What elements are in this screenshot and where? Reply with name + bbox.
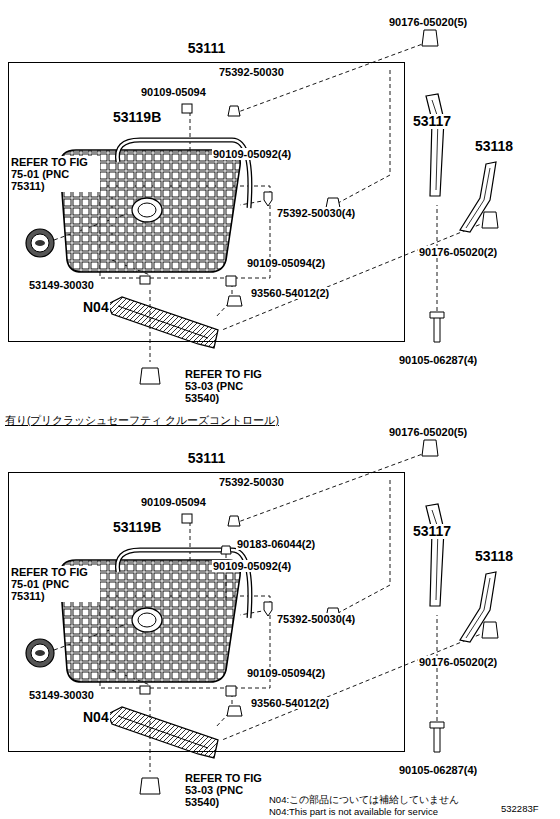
reference-note: REFER TO FIG 53-03 (PNC 53540) — [184, 368, 274, 404]
part-name: 53119B — [112, 110, 162, 125]
reference-note: REFER TO FIG 75-01 (PNC 75311) — [10, 156, 100, 192]
grille-assembly — [26, 30, 498, 384]
footnote: N04:This part is not available for servi… — [268, 806, 439, 817]
grille-assembly — [26, 440, 498, 794]
part-number: 90109-05092(4) — [212, 560, 292, 572]
part-number: 75392-50030(4) — [276, 207, 356, 219]
part-number: 90176-05020(5) — [388, 426, 468, 438]
part-number: 90109-05094 — [140, 496, 207, 508]
part-number: 90109-05092(4) — [212, 148, 292, 160]
part-number: 93560-54012(2) — [250, 287, 330, 299]
part-name: N04 — [82, 710, 110, 725]
part-number: 90109-05094(2) — [246, 257, 326, 269]
part-number: 53149-30030 — [28, 279, 95, 291]
part-name: 53117 — [412, 524, 452, 539]
part-name: 53118 — [474, 139, 514, 154]
part-number: 90183-06044(2) — [236, 538, 316, 550]
part-number: 90109-05094 — [140, 86, 207, 98]
part-number: 75392-50030 — [218, 66, 285, 78]
footnote: 532283F — [500, 803, 540, 814]
part-number: 90105-06287(4) — [398, 354, 478, 366]
part-number: 75392-50030(4) — [276, 613, 356, 625]
footnote: N04:この部品については補給していません — [268, 794, 460, 805]
condition-heading: 有り(プリクラッシュセーフティ クルーズコントロール) — [4, 414, 280, 426]
part-name: 53117 — [412, 114, 452, 129]
part-number: 75392-50030 — [218, 476, 285, 488]
part-number: 90176-05020(2) — [418, 246, 498, 258]
part-name: N04 — [82, 300, 110, 315]
group-frame: 53111 — [8, 472, 405, 752]
assembly-number: 53111 — [9, 450, 404, 466]
reference-note: REFER TO FIG 53-03 (PNC 53540) — [184, 772, 274, 808]
part-number: 90105-06287(4) — [398, 764, 478, 776]
reference-note: REFER TO FIG 75-01 (PNC 75311) — [10, 566, 100, 602]
part-name: 53118 — [474, 549, 514, 564]
part-number: 90109-05094(2) — [246, 667, 326, 679]
assembly-number: 53111 — [9, 40, 404, 56]
part-number: 53149-30030 — [28, 689, 95, 701]
part-number: 90176-05020(5) — [388, 16, 468, 28]
part-number: 90176-05020(2) — [418, 656, 498, 668]
group-frame: 53111 — [8, 62, 405, 342]
clip-symbol — [221, 546, 231, 554]
part-number: 93560-54012(2) — [250, 697, 330, 709]
part-name: 53119B — [112, 520, 162, 535]
